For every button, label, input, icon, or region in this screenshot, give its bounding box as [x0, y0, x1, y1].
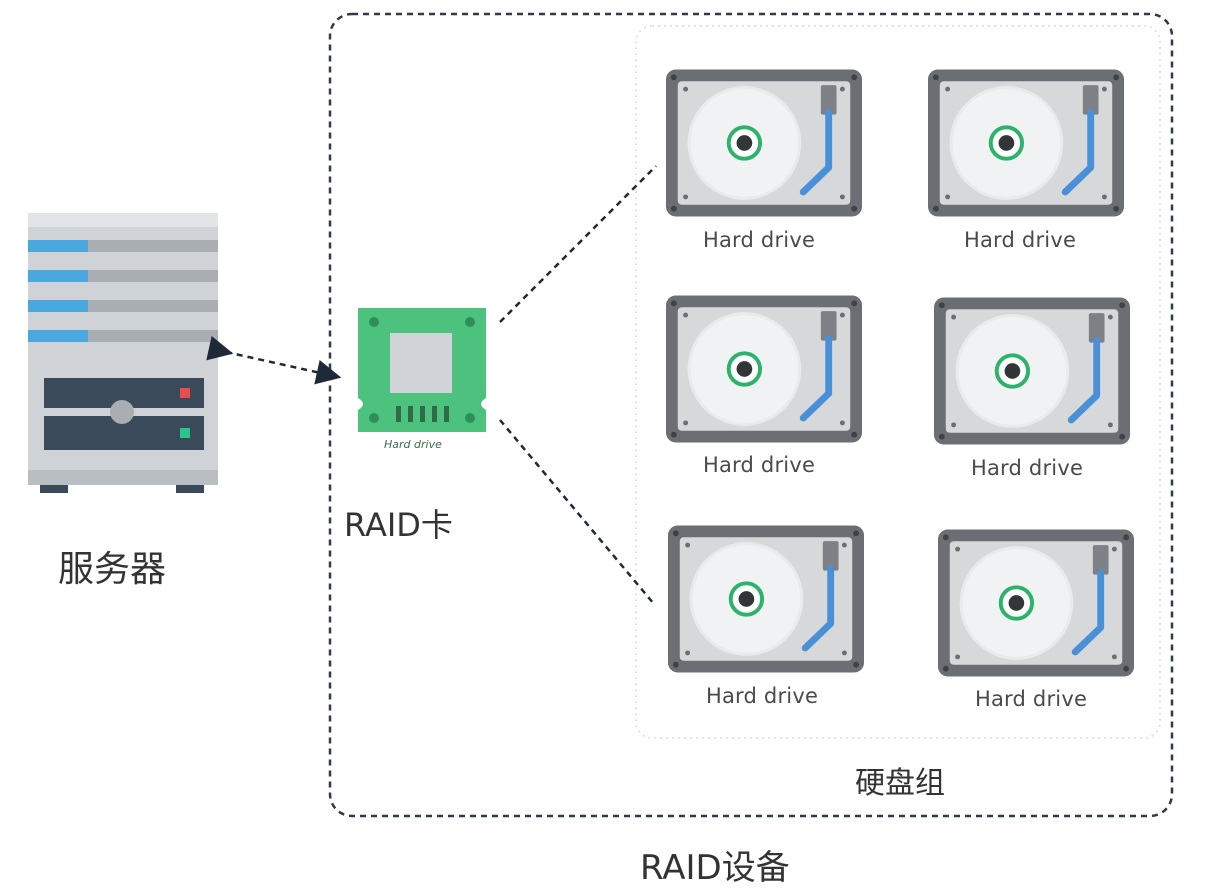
hard-drive-label: Hard drive — [964, 228, 1077, 252]
server-raid-connection — [206, 336, 342, 385]
hard-drive-icon — [938, 530, 1134, 677]
hard-drive-icon — [666, 70, 862, 217]
server-icon — [28, 213, 218, 493]
raid-device-label: RAID设备 — [640, 848, 790, 888]
hard-drive-label: Hard drive — [703, 228, 816, 252]
disk-group-label: 硬盘组 — [855, 766, 945, 801]
raid-card-icon — [358, 308, 486, 432]
hard-drive-icon — [666, 296, 862, 443]
hard-drive-icon — [934, 298, 1130, 445]
hard-drive-label: Hard drive — [975, 687, 1088, 711]
hard-drive-icon — [928, 70, 1124, 217]
raid-to-disks-line-bottom — [499, 419, 655, 605]
hard-drive-label: Hard drive — [703, 453, 816, 477]
raid-card-label: RAID卡 — [344, 506, 453, 544]
server-label: 服务器 — [58, 549, 167, 590]
hard-drive-label: Hard drive — [971, 456, 1084, 480]
hard-drive-icon — [668, 526, 864, 673]
raid-to-disks-line-top — [499, 165, 657, 323]
raid-card-caption: Hard drive — [384, 438, 442, 451]
hard-drive-label: Hard drive — [706, 684, 819, 708]
raid-device-boundary — [328, 12, 1174, 818]
disk-group-boundary — [635, 25, 1161, 739]
